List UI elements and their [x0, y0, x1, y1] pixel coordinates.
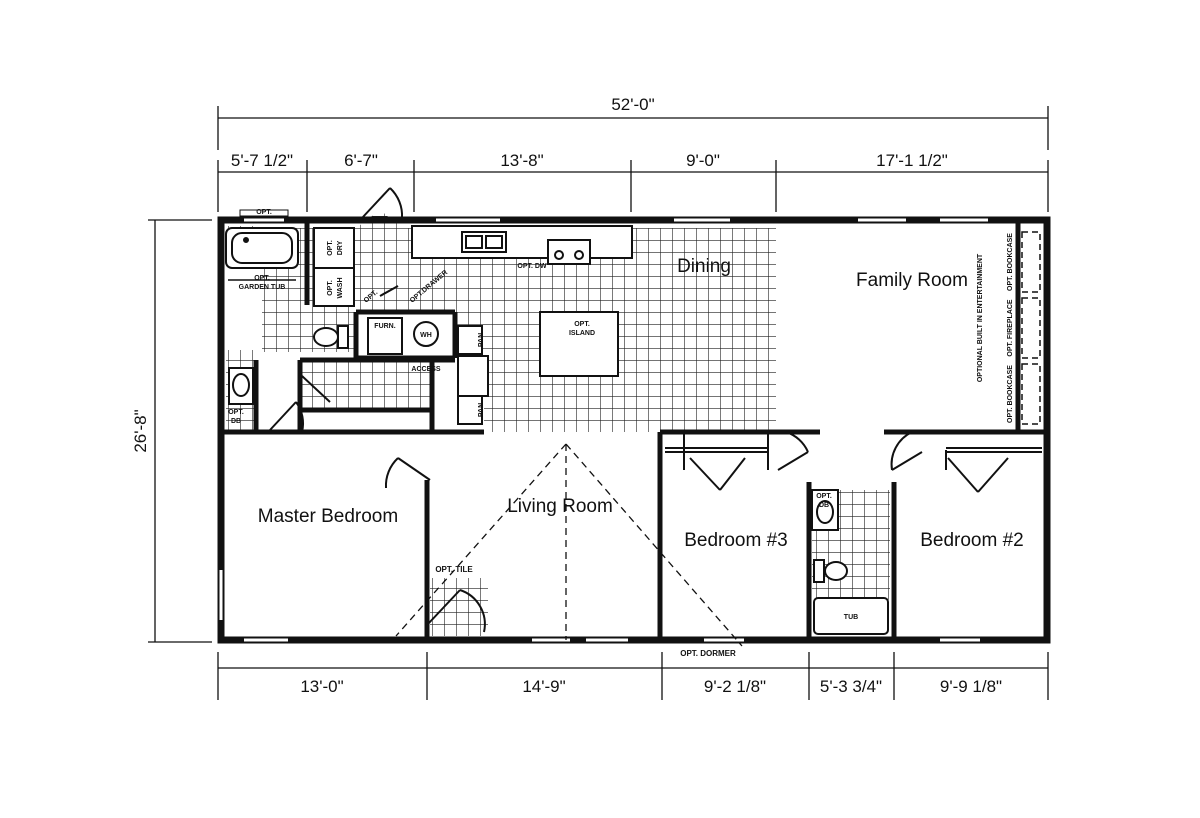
label-opt-island-2: ISLAND [569, 330, 595, 337]
bottom-dim-1: 13'-0" [300, 677, 343, 696]
top-dim-3: 13'-8" [500, 151, 543, 170]
top-dim-2: 6'-7" [344, 151, 378, 170]
family-room-builtins [1021, 231, 1041, 425]
label-opt-dry-2: DRY [337, 240, 344, 255]
label-opt-top: OPT. [256, 209, 272, 216]
bottom-dim-4: 5'-3 3/4" [820, 677, 882, 696]
pantries [457, 325, 489, 425]
interior-walls [218, 222, 1050, 642]
closets [665, 432, 1042, 470]
label-opt-island-1: OPT. [574, 321, 590, 328]
top-dim-1: 5'-7 1/2" [231, 151, 293, 170]
master-bath-fixtures [228, 325, 349, 405]
bottom-dim-5: 9'-9 1/8" [940, 677, 1002, 696]
label-opt-bookcase-1: OPT. BOOKCASE [1007, 233, 1014, 291]
hall-bath-fixtures [811, 489, 889, 635]
label-opt-wash-1: OPT. [327, 280, 334, 296]
top-dim-5: 17'-1 1/2" [876, 151, 948, 170]
label-opt-db-hall-2: DB [819, 502, 829, 509]
label-opt-entertainment: OPTIONAL BUILT IN ENTERTAINMENT [977, 253, 984, 382]
label-opt-dw: OPT. DW [517, 263, 547, 270]
label-opt-bookcase-2: OPT. BOOKCASE [1007, 365, 1014, 423]
dimension-lines [148, 106, 1049, 700]
label-tub: TUB [844, 614, 858, 621]
room-living: Living Room [507, 496, 613, 517]
label-opt-fireplace: OPT. FIREPLACE [1007, 299, 1014, 357]
label-access: ACCESS [411, 366, 441, 373]
label-opt-garden-tub-2: GARDEN TUB [239, 284, 286, 291]
room-master-bedroom: Master Bedroom [258, 506, 398, 527]
overall-width-label: 52'-0" [611, 95, 654, 114]
room-dining: Dining [677, 256, 731, 277]
room-bedroom-3: Bedroom #3 [684, 530, 788, 551]
label-furn: FURN. [374, 323, 395, 330]
bottom-dim-2: 14'-9" [522, 677, 565, 696]
label-opt-db-master-2: DB [231, 418, 241, 425]
opt-window-marker [239, 209, 289, 217]
furnace-wh [367, 317, 439, 355]
doors [269, 187, 1009, 633]
windows [219, 218, 988, 642]
label-opt-dry-1: OPT. [327, 240, 334, 256]
top-dim-4: 9'-0" [686, 151, 720, 170]
vaulted-ceiling-lines [395, 443, 743, 647]
label-wh: WH [420, 332, 432, 339]
label-pan-2: PAN [478, 403, 485, 417]
label-opt-garden-tub-1: OPT. [254, 275, 270, 282]
washer-dryer [313, 227, 355, 307]
garden-tub [225, 227, 299, 269]
label-opt-db-master-1: OPT. [228, 409, 244, 416]
kitchen-counter [411, 225, 633, 265]
label-opt-dormer: OPT. DORMER [680, 649, 736, 658]
label-opt-tile: OPT. TILE [435, 565, 473, 574]
label-opt-db-hall-1: OPT. [816, 493, 832, 500]
label-opt-wash-2: WASH [337, 278, 344, 299]
island [539, 311, 619, 377]
bottom-dim-3: 9'-2 1/8" [704, 677, 766, 696]
label-pan-1: PAN [478, 333, 485, 347]
overall-depth-label: 26'-8" [131, 409, 150, 452]
room-bedroom-2: Bedroom #2 [920, 530, 1024, 551]
room-family: Family Room [856, 270, 968, 291]
